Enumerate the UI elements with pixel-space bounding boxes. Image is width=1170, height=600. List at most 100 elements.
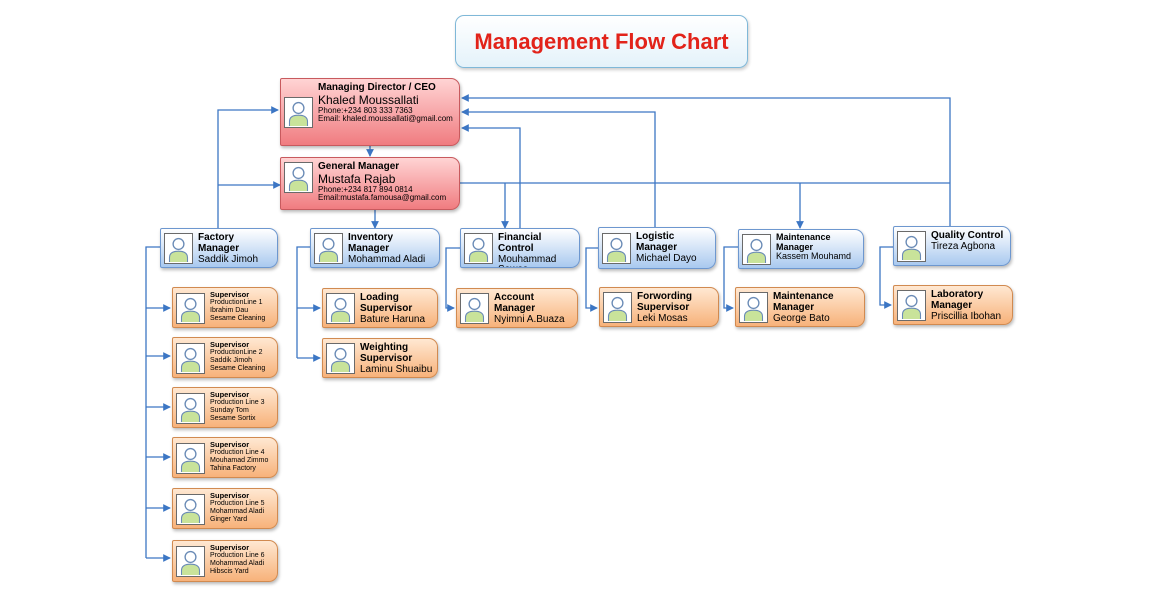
supervisor-line: Production Line 6 [210,552,265,560]
forwarding-role: Forwording Supervisor [637,291,692,313]
financial-name: Mouhammad Sawas [498,253,557,267]
quality-role: Quality Control [931,230,1004,241]
chart-title-box: Management Flow Chart [455,15,748,68]
inventory-name: Mohammad Aladi [348,253,426,265]
user-avatar-icon [176,494,205,525]
user-avatar-icon [739,292,768,323]
factory-role: Factory Manager [198,232,240,254]
ceo-phone: Phone:+234 803 333 7363 [318,105,413,115]
supervisor-site: Hibscis Yard [210,567,249,575]
lab-name: Priscillia Ibohan [931,310,1002,322]
supervisor-name: Ibrahim Dau [210,306,249,314]
logistic-name: Michael Dayo [636,252,697,264]
inventory-role: Inventory Manager [348,232,394,254]
weighting-role: Weighting Supervisor [360,342,413,364]
supervisor-role: Supervisor [210,340,250,349]
supervisor-role: Supervisor [210,491,250,500]
connector-factory-ceo [217,106,279,228]
connector-quality-ceo [461,94,951,228]
supervisor-line: Production Line 3 [210,399,265,407]
user-avatar-icon [176,393,205,424]
connector-quality-lab [879,246,893,309]
user-avatar-icon [176,443,205,474]
financial-role: Financial Control [498,232,542,254]
connector-maintenance-sup [723,246,738,312]
connector-logistic-ceo [461,108,656,228]
user-avatar-icon [464,233,493,264]
supervisor-line: ProductionLine 1 [210,299,263,307]
supervisor-site: Ginger Yard [210,515,248,523]
user-avatar-icon [326,343,355,374]
supervisor-role: Supervisor [210,390,250,399]
user-avatar-icon [603,292,632,323]
factory-name: Saddik Jimoh [198,253,259,265]
user-avatar-icon [176,343,205,374]
forwarding-name: Leki Mosas [637,312,688,324]
user-avatar-icon [284,97,313,128]
supervisor-role: Supervisor [210,440,250,449]
user-avatar-icon [326,293,355,324]
ceo-name: Khaled Moussallati [318,92,419,107]
loading-name: Bature Haruna [360,313,426,325]
connector-logistic-forwarding [585,247,598,312]
supervisor-role: Supervisor [210,543,250,552]
maintenance-name: Kassem Mouhamd [776,251,852,262]
gm-phone: Phone:+234 817 894 0814 [318,184,413,194]
chart-title: Management Flow Chart [474,28,729,54]
supervisor-site: Sesame Cleaning [210,364,266,372]
user-avatar-icon [284,162,313,193]
card-ceo: Managing Director / CEO Khaled Moussalla… [280,78,460,146]
supervisor-line: Production Line 4 [210,449,265,457]
user-avatar-icon [602,233,631,264]
weighting-name: Laminu Shuaibu [360,363,433,375]
supervisor-name: Sunday Tom [210,406,249,414]
supervisor-site: Sesame Cleaning [210,314,266,322]
user-avatar-icon [314,233,343,264]
supervisor-site: Tahina Factory [210,464,256,472]
quality-name: Tireza Agbona [931,240,996,252]
gm-name: Mustafa Rajab [318,171,396,186]
maint-sup-role: Maintenance Manager [773,291,834,313]
user-avatar-icon [897,290,926,321]
gm-email: Email:mustafa.famousa@gmail.com [318,193,447,203]
user-avatar-icon [176,293,205,324]
account-name: Nyimni A.Buaza [494,313,565,325]
connector-financial-ceo [461,124,521,228]
supervisor-name: Mouhamad Zimmo [210,456,269,464]
connector-factory-lines [145,246,160,558]
supervisor-name: Mohammad Aladi [210,507,265,515]
supervisor-site: Sesame Sortix [210,414,256,422]
card-gm: General Manager Mustafa Rajab Phone:+234… [280,157,460,210]
supervisor-name: Saddik Jimoh [210,356,253,364]
account-role: Account Manager [494,292,536,314]
maintenance-role: Maintenance Manager [776,232,831,252]
user-avatar-icon [742,234,771,265]
supervisor-name: Mohammad Aladi [210,559,265,567]
ceo-role: Managing Director / CEO [318,82,436,93]
supervisor-line: Production Line 5 [210,500,265,508]
maint-sup-name: George Bato [773,312,830,324]
connector-financial-account [445,247,460,312]
logistic-role: Logistic Manager [636,231,678,253]
lab-role: Laboratory Manager [931,289,984,311]
user-avatar-icon [460,293,489,324]
supervisor-line: ProductionLine 2 [210,349,263,357]
loading-role: Loading Supervisor [360,292,413,314]
